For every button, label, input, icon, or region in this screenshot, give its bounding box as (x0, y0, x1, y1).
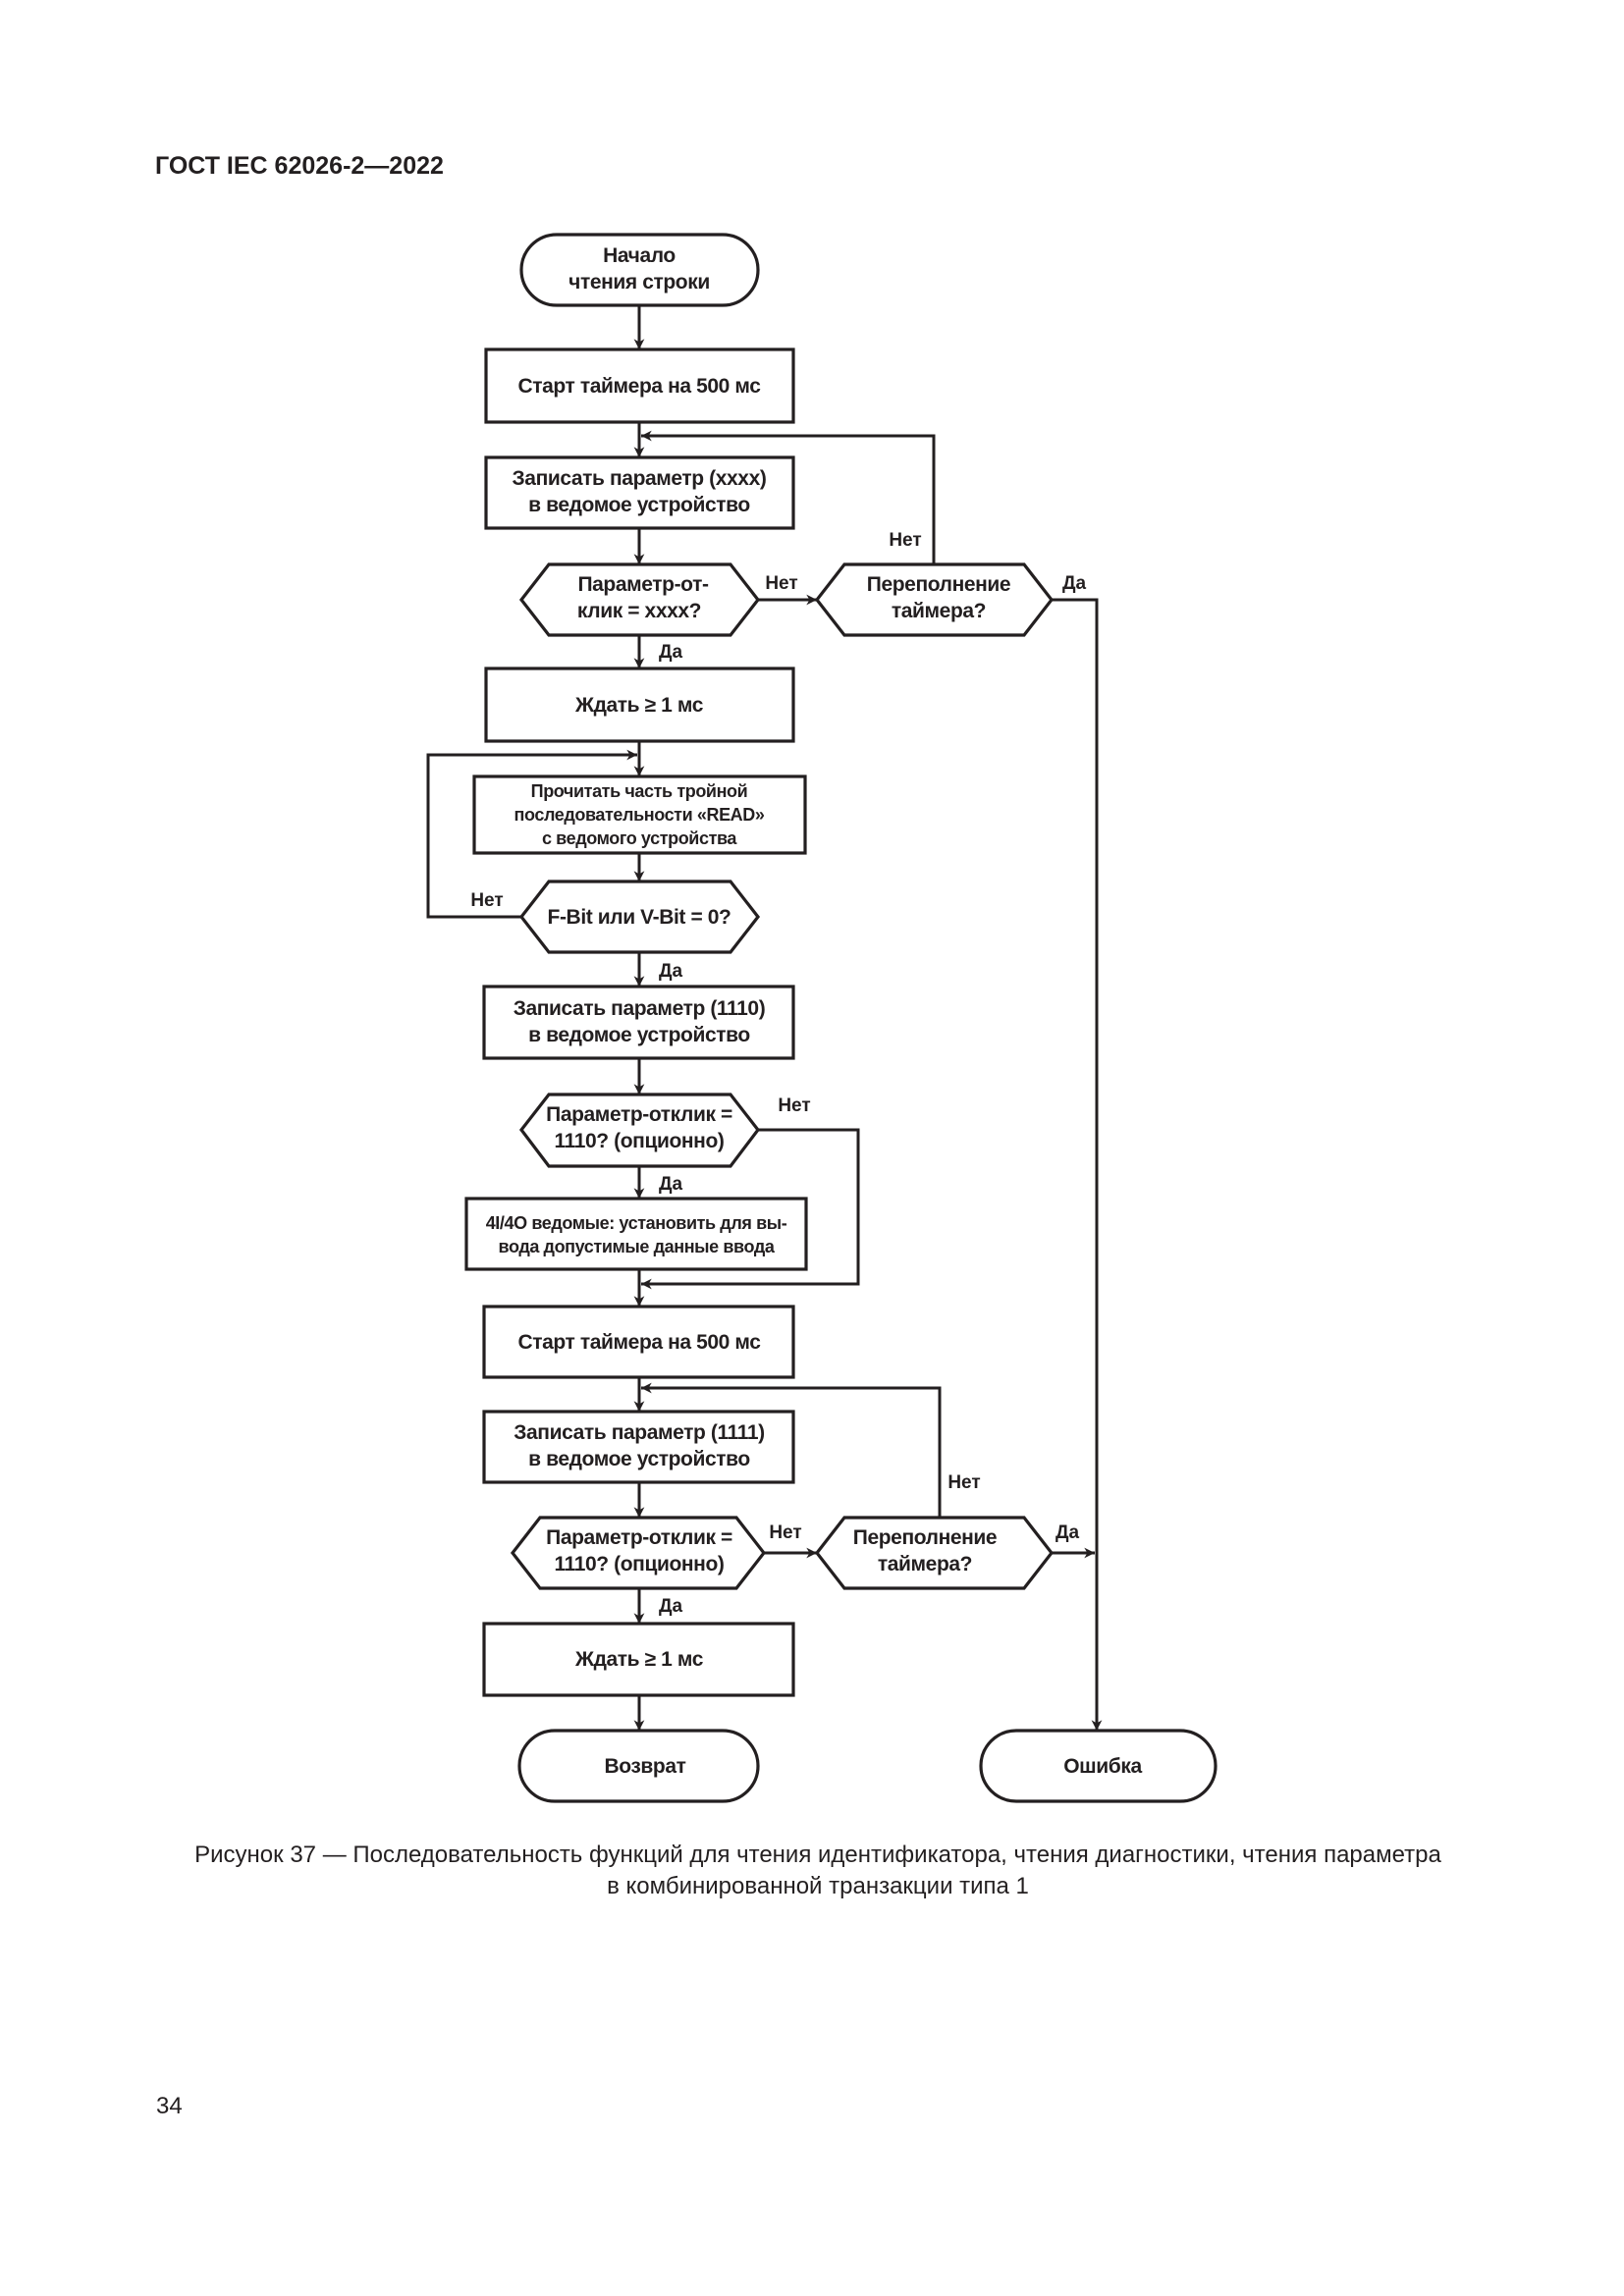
node-overflow1: Переполнение таймера? (814, 562, 1055, 637)
node-text: Прочитать часть тройной (531, 781, 748, 801)
node-text: вода допустимые данные ввода (499, 1237, 776, 1256)
node-text: Старт таймера на 500 мс (517, 1331, 761, 1354)
node-text: Параметр-отклик = (546, 1103, 732, 1126)
node-text: Ждать ≥ 1 мс (574, 694, 704, 717)
node-text: в ведомое устройство (528, 494, 750, 516)
node-text: Записать параметр (1110) (514, 997, 766, 1020)
edge-overflow2-loop (640, 1382, 942, 1518)
node-text: в ведомое устройство (528, 1448, 750, 1470)
node-text: 4I/4O ведомые: установить для вы- (486, 1213, 787, 1233)
edge-fvbit-loop (426, 749, 638, 919)
document-header: ГОСТ IEC 62026-2—2022 (155, 152, 444, 180)
node-timer2: Старт таймера на 500 мс (482, 1305, 795, 1379)
node-text: 1110? (опционно) (554, 1130, 724, 1152)
node-text: таймера? (878, 1553, 972, 1575)
figure-caption-line-1: Рисунок 37 — Последовательность функций … (194, 1842, 1441, 1868)
flowchart-edges (426, 305, 1103, 1732)
node-return: Возврат (517, 1729, 760, 1803)
node-text: Параметр-от- (577, 573, 709, 596)
node-set-4i4o: 4I/4O ведомые: установить для вы- вода д… (464, 1197, 808, 1271)
edge-overflow1-loop (640, 430, 936, 564)
node-text: 1110? (опционно) (554, 1553, 724, 1575)
label-fv-bit-yes: Да (659, 961, 683, 982)
node-read-part: Прочитать часть тройной последовательнос… (472, 774, 807, 855)
node-text: таймера? (892, 600, 986, 622)
node-overflow2: Переполнение таймера? (814, 1516, 1055, 1590)
node-text: последовательности «READ» (514, 805, 765, 825)
node-error: Ошибка (979, 1729, 1218, 1803)
node-text: Параметр-отклик = (546, 1526, 732, 1549)
node-timer1: Старт таймера на 500 мс (484, 347, 795, 424)
label-overflow2-no: Нет (947, 1472, 980, 1493)
page-number: 34 (156, 2093, 183, 2119)
node-text: клик = xxxx? (577, 600, 701, 622)
label-check-xxxx-no: Нет (765, 573, 797, 594)
node-text: Переполнение (853, 1526, 997, 1549)
node-write-xxxx: Записать параметр (xxxx) в ведомое устро… (484, 455, 795, 530)
node-text: Записать параметр (xxxx) (513, 467, 767, 490)
node-wait2: Ждать ≥ 1 мс (482, 1622, 795, 1697)
node-text: Начало (603, 244, 676, 267)
node-text: Возврат (604, 1755, 685, 1778)
node-write-1110: Записать параметр (1110) в ведомое устро… (482, 985, 795, 1060)
node-text: с ведомого устройства (542, 828, 737, 848)
node-text: чтения строки (568, 271, 710, 294)
label-overflow2-yes: Да (1056, 1522, 1080, 1543)
node-check-xxxx: Параметр-от- клик = xxxx? (518, 562, 761, 637)
label-overflow1-no: Нет (889, 530, 921, 551)
node-text: Записать параметр (1111) (514, 1421, 764, 1444)
edge-overflow1-error (1052, 598, 1103, 1732)
label-check-1110-no: Нет (778, 1095, 810, 1116)
label-fv-bit-no: Нет (470, 890, 503, 911)
node-check-1110-b: Параметр-отклик = 1110? (опционно) (510, 1516, 767, 1590)
node-text: Ждать ≥ 1 мс (574, 1648, 704, 1671)
node-text: F-Bit или V-Bit = 0? (548, 906, 731, 929)
node-start: Начало чтения строки (519, 233, 760, 307)
node-write-1111: Записать параметр (1111) в ведомое устро… (482, 1410, 795, 1484)
node-wait1: Ждать ≥ 1 мс (484, 667, 795, 743)
label-check-xxxx-yes: Да (659, 642, 683, 663)
label-overflow1-yes: Да (1062, 573, 1087, 594)
node-text: Ошибка (1063, 1755, 1142, 1778)
label-check-1110-yes: Да (659, 1174, 683, 1195)
node-text: в ведомое устройство (528, 1024, 750, 1046)
node-text: Старт таймера на 500 мс (517, 375, 761, 398)
node-fv-bit: F-Bit или V-Bit = 0? (518, 880, 761, 954)
label-check-1110-b-no: Нет (769, 1522, 801, 1543)
node-text: Переполнение (867, 573, 1010, 596)
node-check-1110: Параметр-отклик = 1110? (опционно) (518, 1093, 761, 1168)
figure-caption-line-2: в комбинированной транзакции типа 1 (607, 1873, 1029, 1899)
edge-labels: Нет Нет Да Да Нет Да Нет Да Нет Нет Да Д… (470, 530, 1086, 1617)
edge-check1110-skip (640, 1128, 860, 1290)
label-check-1110-b-yes: Да (659, 1596, 683, 1617)
